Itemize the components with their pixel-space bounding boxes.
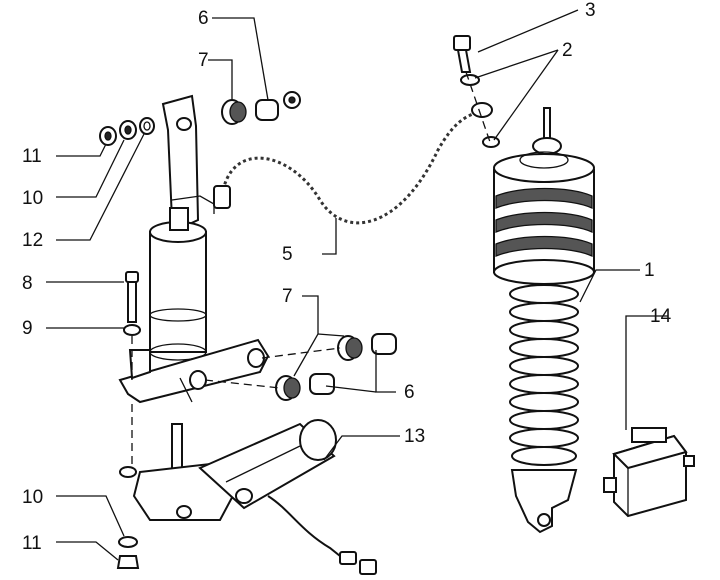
- bottom-washer-nut: [116, 466, 140, 569]
- callout-6-top: 6: [198, 8, 209, 29]
- callout-1: 1: [644, 260, 655, 281]
- callout-5: 5: [282, 244, 293, 265]
- reservoir-cylinder: [149, 207, 207, 361]
- callout-11-left: 11: [22, 146, 42, 167]
- callout-3: 3: [585, 0, 596, 21]
- spring-coils-upper: [495, 187, 593, 258]
- callout-8: 8: [22, 273, 33, 294]
- callout-7-top: 7: [198, 50, 209, 71]
- spring-coils-lower: [509, 284, 579, 466]
- bolt-and-washer: [123, 271, 141, 468]
- callout-9: 9: [22, 318, 33, 339]
- banjo-bolt-set: [453, 35, 500, 148]
- middle-bushing-set: [204, 333, 397, 401]
- callout-10-left: 10: [22, 188, 43, 209]
- callout-11-bottom: 11: [22, 533, 42, 554]
- callout-7-middle: 7: [282, 286, 293, 307]
- callout-13: 13: [404, 426, 425, 447]
- callout-10-bottom: 10: [22, 487, 43, 508]
- shock-absorber: [493, 107, 595, 534]
- callout-12: 12: [22, 230, 43, 251]
- callout-6-middle: 6: [404, 382, 415, 403]
- hydraulic-hose: [213, 109, 481, 226]
- electric-motor: [132, 419, 377, 575]
- upper-bushing-set: [221, 91, 301, 125]
- left-washer-stack: [99, 117, 155, 146]
- control-unit: [603, 427, 695, 518]
- leader-lines: [46, 9, 668, 561]
- callout-14: 14: [650, 306, 672, 327]
- callout-2: 2: [562, 40, 573, 61]
- upper-bracket: [161, 94, 215, 228]
